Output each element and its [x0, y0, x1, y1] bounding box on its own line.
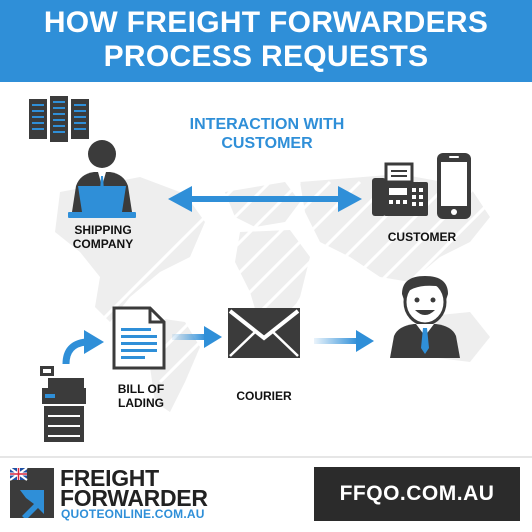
smiling-person-icon — [390, 276, 460, 358]
domain-box — [314, 467, 520, 521]
brand-url[interactable]: QUOTEONLINE.COM.AU — [61, 507, 205, 521]
smartphone-icon — [437, 153, 471, 219]
interaction-label-line-1: INTERACTION WITH — [189, 116, 345, 133]
footer-divider — [0, 456, 532, 458]
server-rack-icon — [29, 96, 89, 142]
curved-arrow-icon — [62, 330, 104, 365]
brand-name-line-2: FORWARDER — [60, 485, 208, 511]
bill-of-lading-label-line-1: BILL OF — [117, 382, 165, 396]
shipping-company-label-line-1: SHIPPING — [74, 223, 132, 237]
envelope-icon — [228, 308, 300, 358]
fax-machine-icon — [372, 162, 428, 216]
courier-label: COURIER — [236, 389, 292, 403]
domain-link[interactable]: FFQO.COM.AU — [339, 482, 495, 505]
double-arrow-icon — [168, 186, 362, 212]
customer-label: CUSTOMER — [387, 230, 457, 244]
interaction-label-line-2: CUSTOMER — [221, 135, 313, 152]
header-banner — [0, 0, 532, 82]
document-icon — [112, 306, 166, 370]
shipping-company-label-line-2: COMPANY — [72, 237, 134, 251]
arrow-to-customer-icon — [314, 330, 374, 352]
brand-logo-icon — [10, 468, 54, 518]
brand-name-line-1: FREIGHT — [60, 465, 159, 491]
bill-of-lading-label-line-2: LADING — [118, 396, 164, 410]
title-line-1: HOW FREIGHT FORWARDERS — [43, 6, 489, 39]
arrow-to-courier-icon — [172, 326, 222, 348]
title-line-2: PROCESS REQUESTS — [103, 40, 429, 73]
laptop-person-icon — [68, 140, 136, 218]
photocopier-icon — [40, 366, 86, 442]
